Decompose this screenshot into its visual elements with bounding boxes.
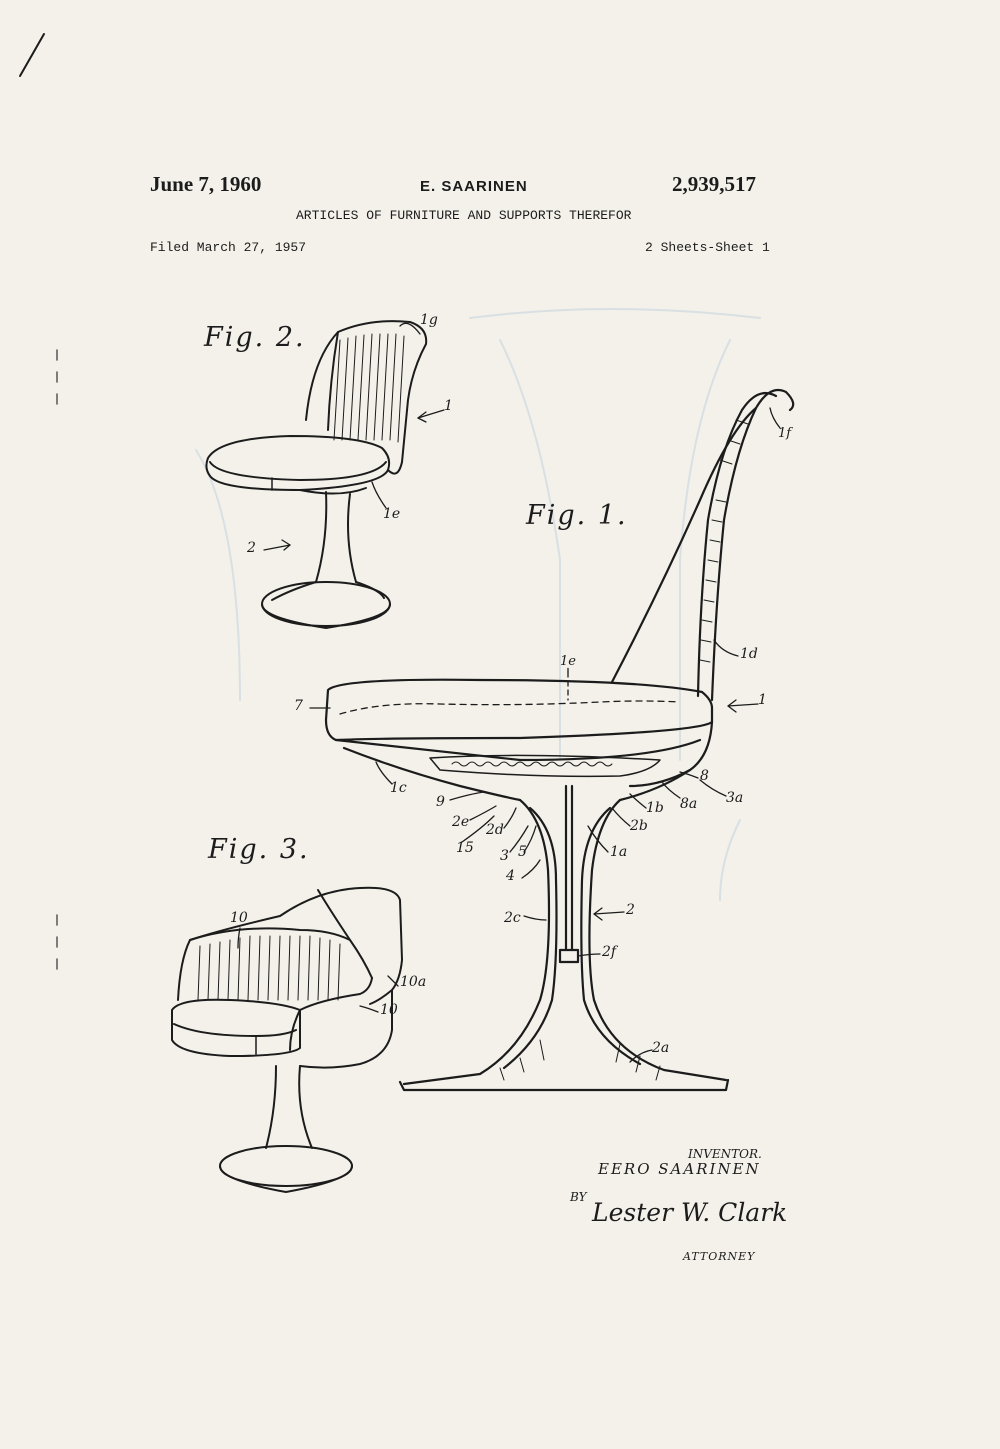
ref-numeral: 2 bbox=[247, 540, 256, 556]
ref-numeral: 1f bbox=[778, 426, 792, 441]
attorney-label: ATTORNEY bbox=[683, 1250, 756, 1263]
patent-number: 2,939,517 bbox=[672, 172, 756, 196]
patent-date: June 7, 1960 bbox=[150, 172, 262, 196]
ref-numeral: 9 bbox=[436, 794, 445, 810]
ref-numeral: 1b bbox=[646, 800, 664, 816]
ref-numeral: 2 bbox=[626, 902, 635, 918]
filed-date: Filed March 27, 1957 bbox=[150, 240, 307, 255]
ref-numeral: 1a bbox=[610, 844, 628, 860]
by-label: BY bbox=[570, 1190, 587, 1204]
ref-numeral: 2d bbox=[486, 822, 504, 838]
fig1-leaders bbox=[309, 407, 781, 1063]
ref-numeral: 7 bbox=[294, 698, 303, 714]
fig1-title: Fig. 1. bbox=[526, 500, 628, 531]
fig3-armchair-drawing bbox=[171, 886, 403, 1193]
patent-title: ARTICLES OF FURNITURE AND SUPPORTS THERE… bbox=[296, 208, 632, 223]
ref-numeral: 8 bbox=[700, 768, 709, 784]
ref-numeral: 8a bbox=[680, 796, 698, 812]
fig2-chair-drawing bbox=[205, 320, 428, 629]
sheet-count: 2 Sheets-Sheet 1 bbox=[645, 240, 770, 255]
ref-numeral: 1e bbox=[560, 654, 576, 669]
inventor-name: EERO SAARINEN bbox=[598, 1160, 761, 1178]
ref-numeral: 2b bbox=[630, 818, 648, 834]
ref-numeral: 2f bbox=[602, 944, 617, 960]
inventor-label: INVENTOR. bbox=[688, 1147, 762, 1161]
ref-numeral: 2e bbox=[452, 814, 470, 830]
ref-numeral: 10 bbox=[380, 1002, 398, 1018]
fig2-title: Fig. 2. bbox=[204, 322, 306, 353]
bleed-through-ghost bbox=[195, 308, 761, 901]
fig3-title: Fig. 3. bbox=[208, 834, 310, 865]
attorney-signature: Lester W. Clark bbox=[592, 1198, 788, 1227]
ref-numeral: 10 bbox=[230, 910, 248, 926]
ref-numeral: 1d bbox=[740, 646, 758, 662]
ref-numeral: 1c bbox=[390, 780, 407, 796]
ref-numeral: 1g bbox=[420, 312, 438, 328]
fig3-leaders bbox=[237, 927, 399, 1013]
ref-numeral: 2c bbox=[504, 910, 521, 926]
ref-numeral: 4 bbox=[506, 868, 515, 884]
ref-numeral: 5 bbox=[518, 844, 527, 860]
ref-numeral: 1e bbox=[383, 506, 401, 522]
ref-numeral: 3 bbox=[500, 848, 509, 864]
ref-numeral: 3a bbox=[726, 790, 744, 806]
ref-numeral: 1 bbox=[758, 692, 767, 708]
ref-numeral: 15 bbox=[456, 840, 474, 856]
corner-mark bbox=[19, 33, 45, 77]
fig1-chair-drawing bbox=[324, 388, 795, 1092]
inventor-short-name: E. SAARINEN bbox=[420, 178, 528, 195]
fig2-leaders bbox=[263, 322, 445, 551]
ref-numeral: 10a bbox=[400, 974, 427, 990]
ref-numeral: 2a bbox=[652, 1040, 670, 1056]
ref-numeral: 1 bbox=[444, 398, 453, 414]
